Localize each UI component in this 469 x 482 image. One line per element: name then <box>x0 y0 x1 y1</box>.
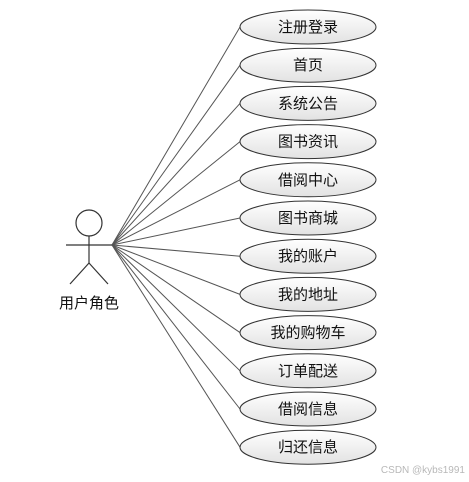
use-case: 我的地址 <box>239 276 377 312</box>
use-case: 注册登录 <box>239 9 377 45</box>
use-case: 归还信息 <box>239 429 377 465</box>
use-case-label: 我的账户 <box>278 247 338 265</box>
association-line <box>111 103 241 246</box>
use-case: 系统公告 <box>239 85 377 121</box>
use-case: 我的购物车 <box>239 315 377 351</box>
use-case-list: 注册登录首页系统公告图书资讯借阅中心图书商城我的账户我的地址我的购物车订单配送借… <box>239 9 377 465</box>
use-case-ellipse <box>239 315 377 351</box>
use-case-label: 我的购物车 <box>270 324 345 342</box>
use-case: 图书商城 <box>239 200 377 236</box>
actor-figure: 用户角色 <box>59 209 119 312</box>
use-case-label: 系统公告 <box>278 94 338 112</box>
use-case-ellipse <box>239 9 377 45</box>
association-line <box>111 244 241 372</box>
association-line <box>111 244 241 334</box>
use-case-ellipse <box>239 124 377 160</box>
use-case-label: 我的地址 <box>278 285 338 303</box>
use-case: 我的账户 <box>239 238 377 274</box>
use-case-ellipse <box>239 47 377 83</box>
use-case: 图书资讯 <box>239 124 377 160</box>
use-case-ellipse <box>239 276 377 312</box>
actor-leg-left <box>69 262 90 285</box>
actor-label: 用户角色 <box>59 294 119 312</box>
use-case: 借阅中心 <box>239 162 377 198</box>
association-line <box>111 26 241 246</box>
use-case-label: 图书商城 <box>278 209 338 227</box>
actor-head <box>75 209 103 237</box>
use-case-ellipse <box>239 162 377 198</box>
use-case-label: 图书资讯 <box>278 133 338 151</box>
association-line <box>111 141 241 246</box>
use-case-label: 订单配送 <box>278 362 338 380</box>
use-case-ellipse <box>239 391 377 427</box>
use-case: 订单配送 <box>239 353 377 389</box>
use-case-ellipse <box>239 238 377 274</box>
association-line <box>111 244 241 257</box>
association-line <box>111 244 241 410</box>
use-case: 借阅信息 <box>239 391 377 427</box>
association-line <box>111 64 241 246</box>
association-line <box>111 244 241 295</box>
use-case-label: 借阅信息 <box>278 400 338 418</box>
association-line <box>111 179 241 246</box>
use-case-label: 首页 <box>293 56 323 74</box>
use-case-ellipse <box>239 85 377 121</box>
use-case: 首页 <box>239 47 377 83</box>
use-case-ellipse <box>239 200 377 236</box>
use-case-label: 注册登录 <box>278 18 338 36</box>
use-case-ellipse <box>239 429 377 465</box>
actor-leg-right <box>88 262 109 285</box>
association-line <box>111 217 241 246</box>
association-lines <box>111 26 241 448</box>
watermark: CSDN @kybs1991 <box>380 465 465 476</box>
use-case-label: 借阅中心 <box>278 171 338 189</box>
use-case-ellipse <box>239 353 377 389</box>
use-case-label: 归还信息 <box>278 438 338 456</box>
association-line <box>111 244 241 448</box>
